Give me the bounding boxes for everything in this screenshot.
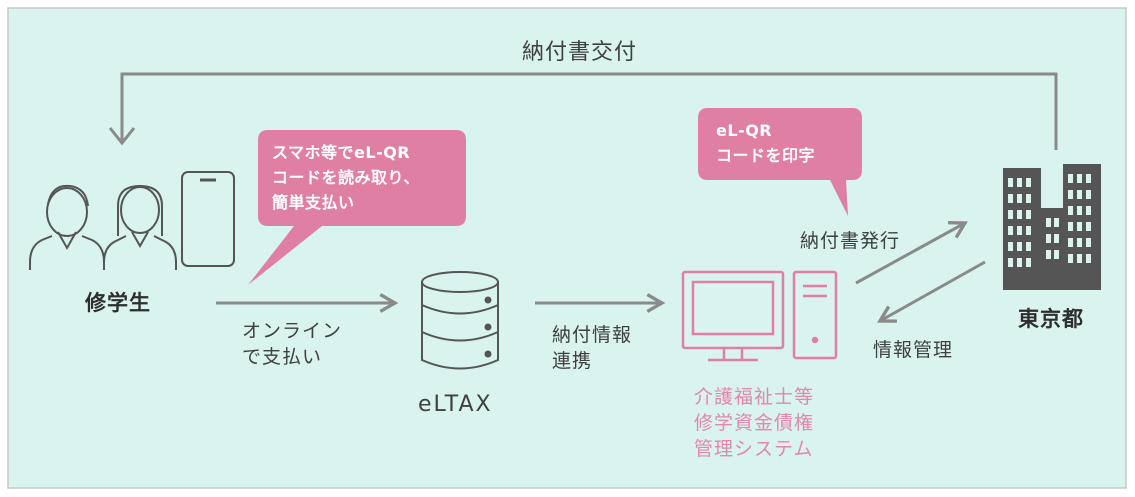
- database-icon: [421, 271, 499, 370]
- desktop-computer-icon: [681, 270, 838, 362]
- system-bubble-text: eL-QR コードを印字: [716, 121, 816, 165]
- link-flow-label: 納付情報 連携: [552, 324, 633, 372]
- manage-arrow: [877, 260, 986, 323]
- office-building-icon: [1003, 164, 1101, 290]
- student-label: 修学生: [85, 291, 151, 315]
- issue-flow-label: 納付書発行: [800, 230, 901, 252]
- top-flow-arrowhead: [108, 127, 136, 146]
- people-icon: [29, 184, 177, 270]
- diagram-background: [7, 7, 1127, 489]
- top-flow-label: 納付書交付: [522, 40, 638, 65]
- system-bubble: [698, 108, 862, 216]
- student-bubble-text: スマホ等でeL-QR コードを読み取り、 簡単支払い: [272, 143, 420, 212]
- student-bubble: [248, 130, 466, 285]
- tokyo-label: 東京都: [1018, 307, 1084, 331]
- system-label: 介護福祉士等 修学資金債権 管理システム: [694, 386, 815, 460]
- manage-flow-label: 情報管理: [873, 339, 954, 361]
- pay-flow-label: オンライン で支払い: [242, 320, 343, 368]
- top-flow-arrow: [120, 72, 1058, 150]
- issue-arrow: [855, 221, 968, 285]
- eltax-label: eLTAX: [418, 392, 493, 417]
- smartphone-icon: [181, 171, 235, 267]
